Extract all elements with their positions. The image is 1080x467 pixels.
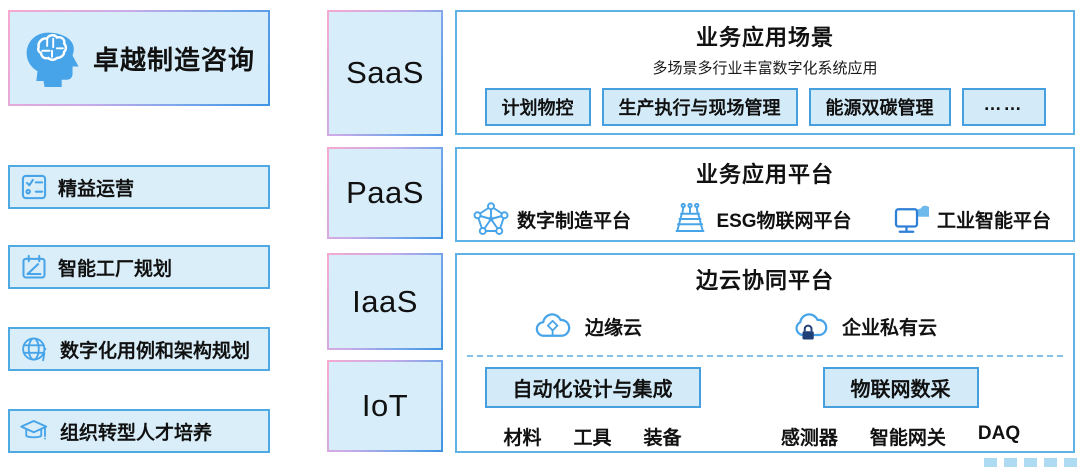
chip-production-execution: 生产执行与现场管理 xyxy=(601,88,798,126)
dashed-divider xyxy=(467,355,1063,357)
iot-right-terms: 感测器 智能网关 DAQ xyxy=(728,423,1073,450)
saas-chip-row: 计划物控 生产执行与现场管理 能源双碳管理 …… xyxy=(457,88,1073,126)
sidebar-item-smart-factory-planning: 智能工厂规划 xyxy=(8,245,270,289)
layer-iot: IoT xyxy=(327,360,443,452)
chip-energy-carbon: 能源双碳管理 xyxy=(808,88,951,126)
layer-label: SaaS xyxy=(329,12,441,134)
cloud-label: 企业私有云 xyxy=(842,317,938,339)
infra-panel: 边云协同平台 边缘云 xyxy=(455,253,1075,453)
iot-left-terms: 材料 工具 装备 xyxy=(457,423,728,450)
checklist-icon xyxy=(20,173,48,201)
paas-item-esg-iot: ESG物联网平台 xyxy=(672,201,852,237)
paas-item-label: 工业智能平台 xyxy=(936,210,1051,232)
sidebar-item-lean-operations: 精益运营 xyxy=(8,165,270,209)
paas-panel: 业务应用平台 数字制造平台 xyxy=(455,147,1075,242)
sidebar-item-label: 组织转型人才培养 xyxy=(60,422,213,444)
planning-board-icon xyxy=(20,253,48,281)
brand-card: 卓越制造咨询 xyxy=(8,10,270,106)
network-graph-icon xyxy=(473,201,509,237)
layer-label: IaaS xyxy=(329,255,441,348)
sidebar-item-digital-usecase-architecture: 数字化用例和架构规划 xyxy=(8,327,270,371)
iot-automation-column: 自动化设计与集成 材料 工具 装备 xyxy=(457,367,728,450)
cloud-row: 边缘云 企业私有云 xyxy=(457,308,1073,344)
edge-cloud-icon xyxy=(535,308,571,344)
brain-head-icon xyxy=(23,29,81,87)
sidebar-item-label: 精益运营 xyxy=(58,178,135,200)
layer-label: PaaS xyxy=(329,149,441,237)
paas-item-row: 数字制造平台 ESG物联网平台 xyxy=(457,201,1073,237)
sidebar-item-talent-development: 组织转型人才培养 xyxy=(8,409,270,453)
private-cloud-icon xyxy=(792,308,828,344)
monitor-cloud-icon xyxy=(893,201,929,237)
graduation-cap-icon xyxy=(20,416,50,446)
saas-panel-subtitle: 多场景多行业丰富数字化系统应用 xyxy=(652,60,878,77)
private-cloud-item: 企业私有云 xyxy=(792,308,937,344)
brand-title: 卓越制造咨询 xyxy=(92,44,255,75)
edge-cloud-item: 边缘云 xyxy=(535,308,642,344)
saas-panel-title: 业务应用场景 xyxy=(695,25,834,50)
iot-area: 自动化设计与集成 材料 工具 装备 物联网数采 感测器 智能网关 DAQ xyxy=(457,367,1073,450)
paas-panel-title: 业务应用平台 xyxy=(695,162,834,187)
paas-item-label: ESG物联网平台 xyxy=(716,210,852,232)
term-tools: 工具 xyxy=(573,428,612,449)
watermark-fragment xyxy=(984,458,1080,467)
layer-paas: PaaS xyxy=(327,147,443,239)
paas-item-label: 数字制造平台 xyxy=(517,210,632,232)
term-sensors: 感测器 xyxy=(780,428,838,449)
paas-item-industrial-intelligence: 工业智能平台 xyxy=(893,201,1051,237)
cloud-label: 边缘云 xyxy=(585,317,643,339)
layer-iaas: IaaS xyxy=(327,253,443,350)
term-materials: 材料 xyxy=(503,428,542,449)
chip-iot-data-acquisition: 物联网数采 xyxy=(822,367,979,408)
globe-info-icon xyxy=(20,334,50,364)
chip-plan-material-control: 计划物控 xyxy=(484,88,591,126)
chip-more: …… xyxy=(961,88,1046,126)
layer-saas: SaaS xyxy=(327,10,443,136)
term-smart-gateway: 智能网关 xyxy=(869,428,946,449)
infra-panel-title: 边云协同平台 xyxy=(695,268,834,293)
sidebar-item-label: 智能工厂规划 xyxy=(58,258,173,280)
term-equipment: 装备 xyxy=(643,428,682,449)
sidebar-item-label: 数字化用例和架构规划 xyxy=(60,340,251,362)
iot-data-acquisition-column: 物联网数采 感测器 智能网关 DAQ xyxy=(728,367,1073,450)
layer-label: IoT xyxy=(329,362,441,450)
term-daq: DAQ xyxy=(977,423,1021,444)
paas-item-digital-manufacturing: 数字制造平台 xyxy=(473,201,631,237)
saas-panel: 业务应用场景 多场景多行业丰富数字化系统应用 计划物控 生产执行与现场管理 能源… xyxy=(455,10,1075,135)
iot-rack-icon xyxy=(672,201,708,237)
chip-automation-design-integration: 自动化设计与集成 xyxy=(484,367,701,408)
